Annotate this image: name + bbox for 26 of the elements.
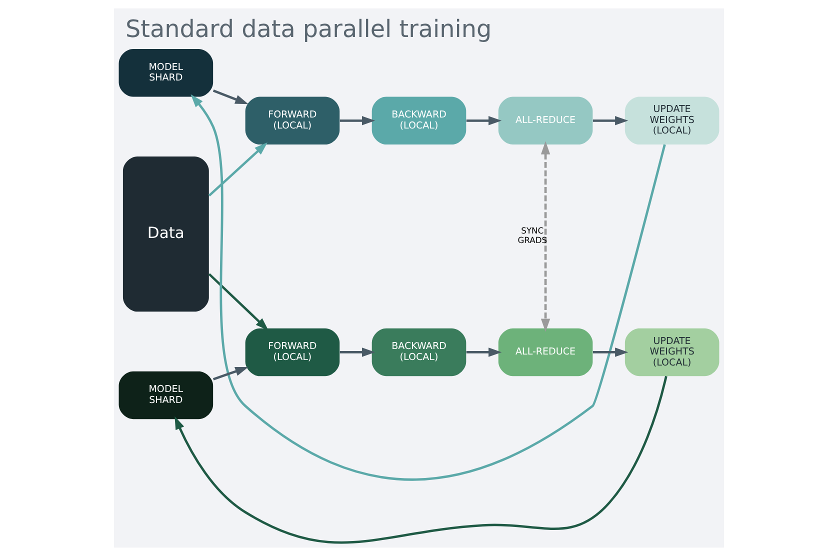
arrow [466,348,502,357]
arrow [466,116,502,126]
arrow [540,141,550,332]
arrow [212,90,248,104]
node-box: ALL-REDUCE [498,96,593,145]
node-box: FORWARD (LOCAL) [245,96,340,145]
node-box: FORWARD (LOCAL) [245,328,340,376]
arrow [212,367,248,380]
arrow [340,116,376,126]
node-box: BACKWARD (LOCAL) [372,328,466,376]
arrow [592,348,628,357]
arrow [340,348,376,357]
node-box: MODEL SHARD [118,49,214,97]
node-box: MODEL SHARD [118,371,214,420]
edge-label: SYNC GRADS [518,226,548,246]
arrow [190,94,666,481]
arrow [208,273,269,331]
node-box: UPDATE WEIGHTS (LOCAL) [624,328,720,376]
node-box: ALL-REDUCE [498,328,593,376]
node-box: UPDATE WEIGHTS (LOCAL) [624,96,720,145]
diagram-title: Standard data parallel training [125,15,492,44]
arrow [208,142,268,197]
arrow [592,116,628,126]
arrow [174,376,668,544]
node-box: Data [122,156,209,312]
node-box: BACKWARD (LOCAL) [372,96,466,145]
